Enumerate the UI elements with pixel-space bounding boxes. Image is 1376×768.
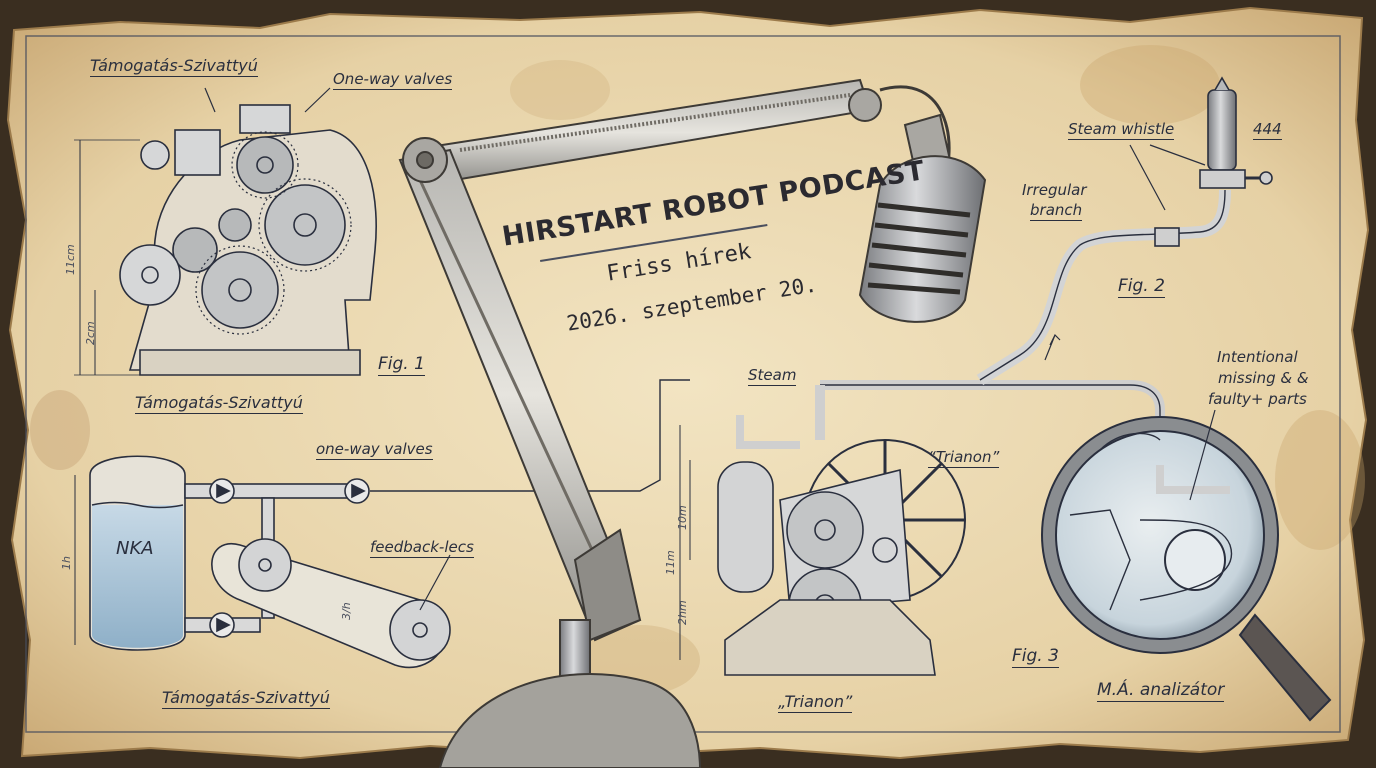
label-intentional: Intentional bbox=[1217, 348, 1298, 366]
steam-engine-fig3 bbox=[679, 380, 1165, 676]
dim-1h: 1h bbox=[60, 556, 73, 570]
dim-3h: 3/h bbox=[340, 602, 353, 620]
magnifier bbox=[1041, 409, 1332, 722]
label-fig1: Fig. 1 bbox=[378, 354, 425, 376]
tank-and-belt bbox=[74, 379, 690, 668]
label-one-way-valves: One-way valves bbox=[333, 70, 453, 90]
label-nka: NKA bbox=[116, 538, 154, 559]
label-steam: Steam bbox=[748, 366, 797, 386]
dim-11cm: 11cm bbox=[64, 244, 77, 275]
label-steam-whistle: Steam whistle bbox=[1068, 120, 1175, 140]
label-pump-top: Támogatás-Szivattyú bbox=[90, 56, 258, 77]
label-missing: missing & & bbox=[1218, 369, 1309, 387]
microphone-arm bbox=[398, 78, 951, 768]
label-fig3: Fig. 3 bbox=[1012, 646, 1059, 668]
label-faulty-parts: faulty+ parts bbox=[1208, 390, 1307, 408]
label-whistle-number: 444 bbox=[1253, 120, 1282, 140]
label-analyzer: M.Á. analizátor bbox=[1097, 680, 1225, 702]
gear-pump-fig1 bbox=[74, 87, 377, 376]
microphone bbox=[858, 113, 987, 323]
label-pump-bottom: Támogatás-Szivattyú bbox=[135, 393, 303, 414]
label-irregular: Irregular bbox=[1022, 181, 1087, 199]
dim-2cm: 2cm bbox=[84, 321, 97, 345]
label-pump-lower: Támogatás-Szivattyú bbox=[162, 688, 330, 709]
label-feedback: feedback-lecs bbox=[370, 538, 474, 558]
label-one-way-valves-lower: one-way valves bbox=[316, 440, 433, 460]
dim-10m: 10m bbox=[676, 505, 689, 530]
dim-2hm: 2hm bbox=[676, 600, 689, 625]
label-trianon-bottom: „Trianon” bbox=[778, 692, 853, 713]
whistle-pipe-fig2 bbox=[976, 76, 1273, 386]
label-branch: branch bbox=[1030, 201, 1083, 221]
label-fig2: Fig. 2 bbox=[1118, 276, 1165, 298]
dim-11m: 11m bbox=[664, 550, 677, 575]
label-trianon-quote: “Trianon” bbox=[928, 448, 1000, 468]
